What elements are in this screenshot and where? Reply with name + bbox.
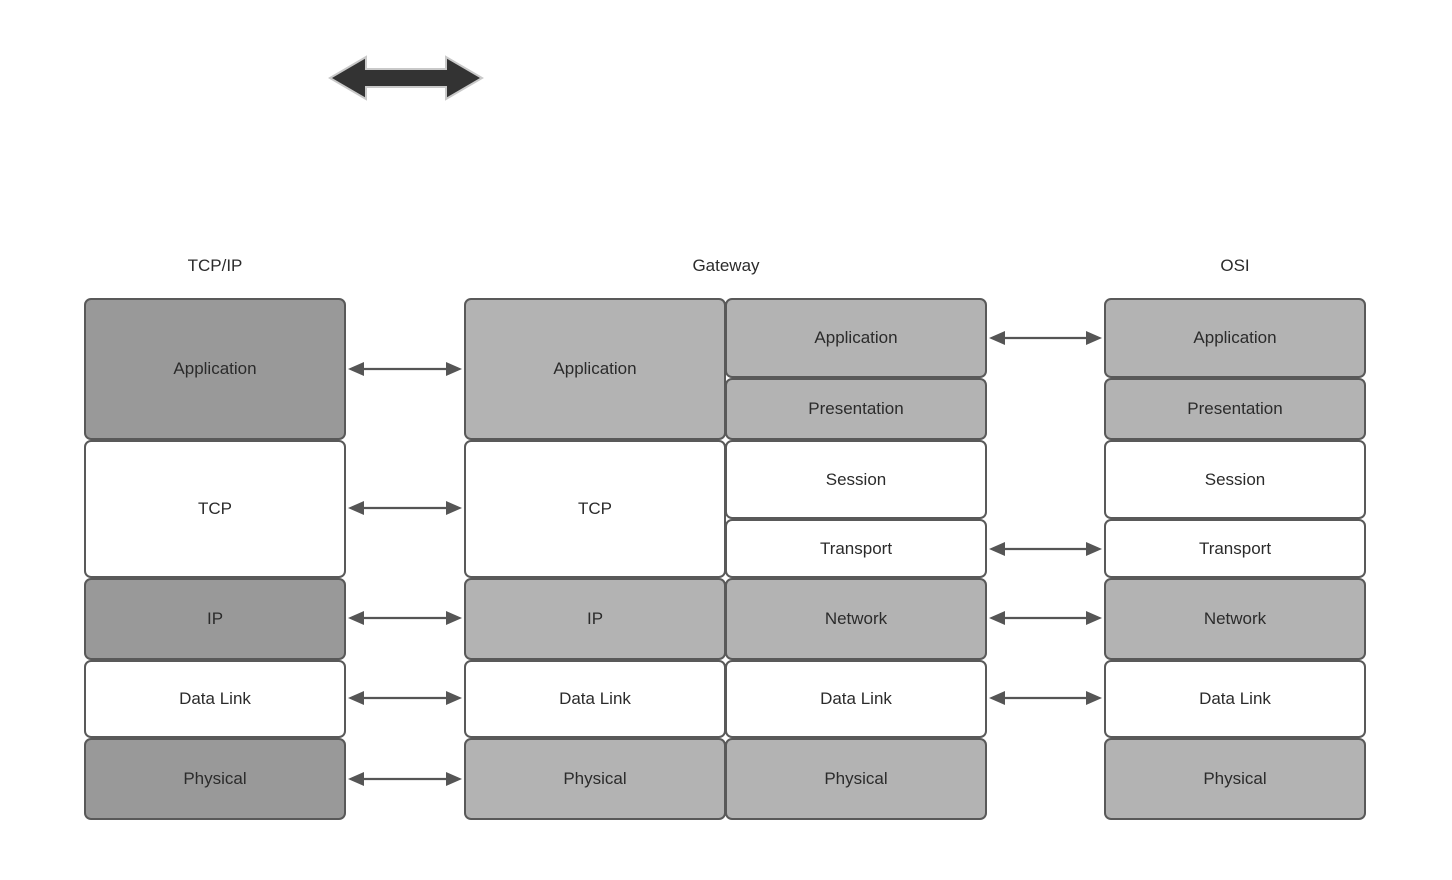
arrow-tcpip-gateway-data-link <box>348 691 462 705</box>
arrow-tcpip-gateway-tcp <box>348 501 462 515</box>
tcpip-layer-application[interactable]: Application <box>84 298 346 440</box>
tcpip-layer-data-link[interactable]: Data Link <box>84 660 346 738</box>
osi-layer-application[interactable]: Application <box>1104 298 1366 378</box>
arrow-gateway-osi-network <box>989 611 1102 625</box>
arrow-tcpip-gateway-application <box>348 362 462 376</box>
osi-layer-data-link[interactable]: Data Link <box>1104 660 1366 738</box>
gateway-right-layer-transport[interactable]: Transport <box>725 519 987 578</box>
osi-layer-network[interactable]: Network <box>1104 578 1366 660</box>
arrow-gateway-osi-transport <box>989 542 1102 556</box>
column-title-osi: OSI <box>1220 256 1250 275</box>
gateway-right-layer-network[interactable]: Network <box>725 578 987 660</box>
gateway-right-layer-physical[interactable]: Physical <box>725 738 987 820</box>
tcpip-layer-ip[interactable]: IP <box>84 578 346 660</box>
gateway-right-layer-data-link[interactable]: Data Link <box>725 660 987 738</box>
tcpip-layer-tcp[interactable]: TCP <box>84 440 346 578</box>
gateway-left-layer-application[interactable]: Application <box>464 298 726 440</box>
gateway-right-layer-session[interactable]: Session <box>725 440 987 519</box>
gateway-left-layer-tcp[interactable]: TCP <box>464 440 726 578</box>
gateway-right-layer-presentation[interactable]: Presentation <box>725 378 987 440</box>
gateway-right-layer-application[interactable]: Application <box>725 298 987 378</box>
arrow-tcpip-gateway-ip <box>348 611 462 625</box>
osi-layer-session[interactable]: Session <box>1104 440 1366 519</box>
osi-layer-physical[interactable]: Physical <box>1104 738 1366 820</box>
gateway-left-layer-physical[interactable]: Physical <box>464 738 726 820</box>
column-title-gateway: Gateway <box>692 256 760 275</box>
top-bidirectional-arrow-icon <box>328 55 484 101</box>
osi-layer-transport[interactable]: Transport <box>1104 519 1366 578</box>
arrow-gateway-osi-data-link <box>989 691 1102 705</box>
arrow-gateway-osi-application <box>989 331 1102 345</box>
column-title-tcpip: TCP/IP <box>187 256 243 275</box>
tcpip-layer-physical[interactable]: Physical <box>84 738 346 820</box>
gateway-left-layer-ip[interactable]: IP <box>464 578 726 660</box>
arrow-tcpip-gateway-physical <box>348 772 462 786</box>
gateway-left-layer-data-link[interactable]: Data Link <box>464 660 726 738</box>
osi-layer-presentation[interactable]: Presentation <box>1104 378 1366 440</box>
